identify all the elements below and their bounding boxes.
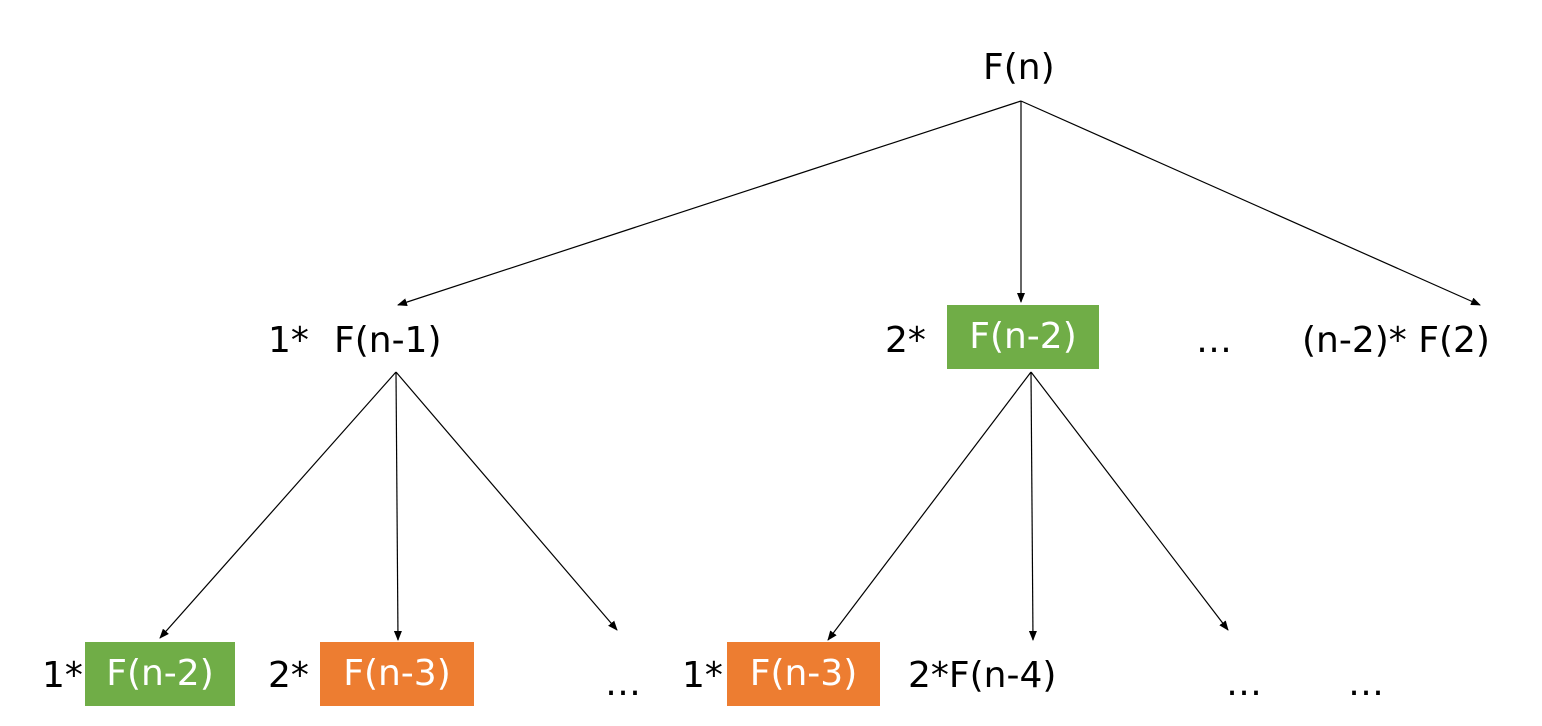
level1-middle-coef: 2* bbox=[885, 320, 926, 361]
level1-left-term: F(n-1) bbox=[334, 320, 442, 361]
root-node: F(n) bbox=[983, 47, 1055, 88]
level1-left-coef: 1* bbox=[268, 320, 309, 361]
edge-root-to-right bbox=[1020, 100, 1481, 306]
level2-ellipsis-right: … bbox=[1348, 663, 1384, 704]
level2-c-term: F(n-3) bbox=[727, 642, 880, 706]
level2-a-term: F(n-2) bbox=[85, 642, 235, 706]
level2-b-coef: 2* bbox=[268, 655, 309, 696]
level2-ellipsis-middle: … bbox=[1226, 663, 1262, 704]
level2-b-term: F(n-3) bbox=[320, 642, 474, 706]
edge-left-to-a bbox=[159, 371, 397, 639]
level1-ellipsis: … bbox=[1196, 320, 1232, 361]
level2-ellipsis-left: … bbox=[605, 663, 641, 704]
edge-middle-to-ellipsis bbox=[1030, 371, 1229, 631]
level2-c-coef: 1* bbox=[682, 655, 723, 696]
edge-middle-to-c bbox=[827, 371, 1032, 641]
edge-left-to-b bbox=[393, 371, 402, 641]
level1-middle-term: F(n-2) bbox=[947, 305, 1099, 369]
level1-right-node: (n-2)* F(2) bbox=[1302, 320, 1490, 361]
edge-left-to-ellipsis bbox=[395, 371, 618, 631]
level2-d-node: 2*F(n-4) bbox=[908, 655, 1057, 696]
edge-root-to-left bbox=[397, 100, 1022, 307]
edge-middle-to-d bbox=[1028, 371, 1037, 641]
level2-a-coef: 1* bbox=[42, 655, 83, 696]
